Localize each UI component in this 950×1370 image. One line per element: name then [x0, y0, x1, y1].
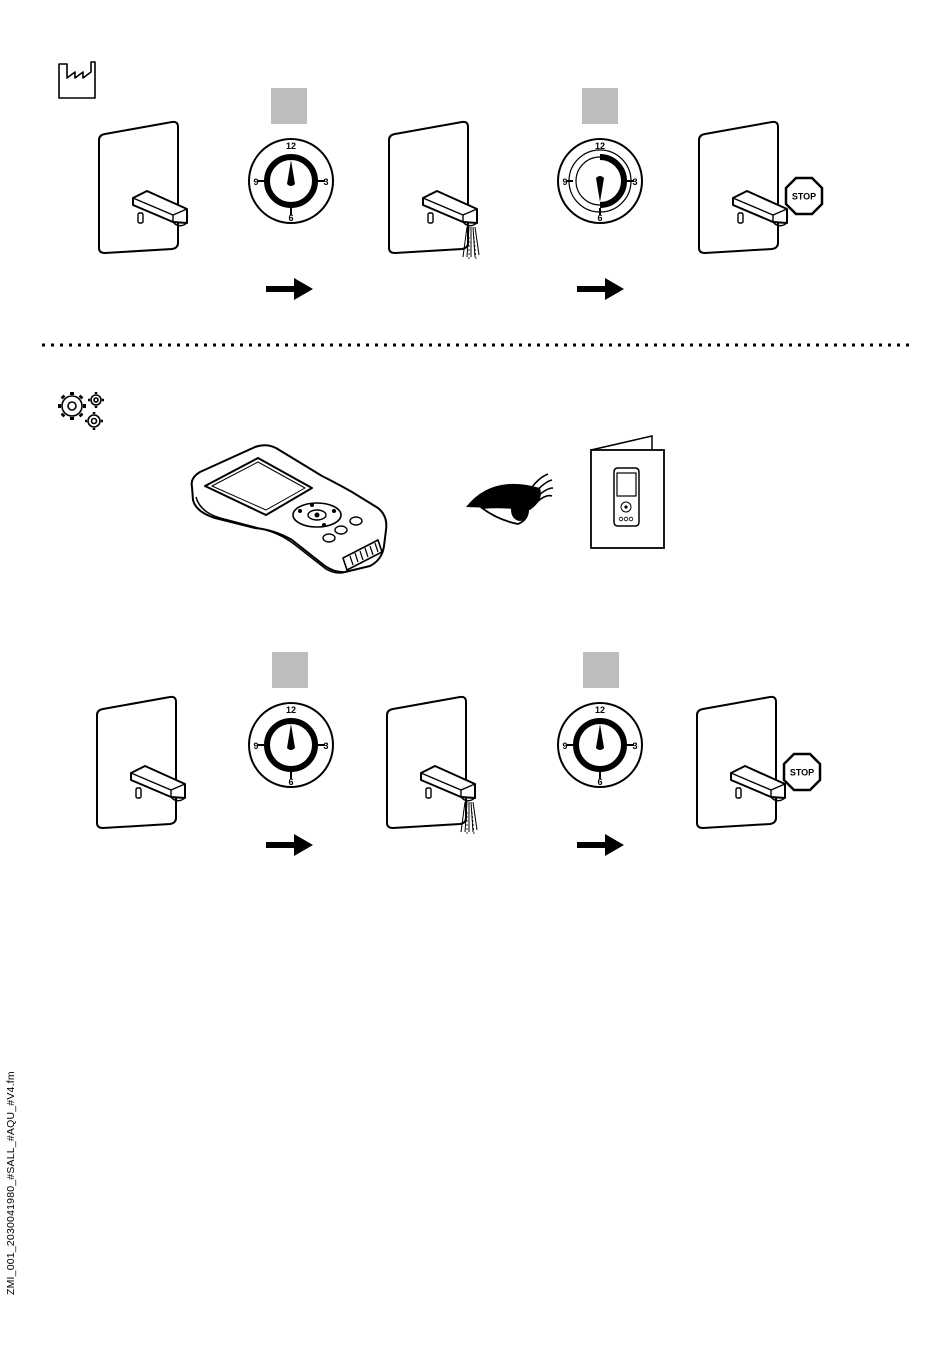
faucet-icon	[699, 122, 787, 253]
timer-label-12: 12	[595, 141, 605, 151]
step-marker	[272, 652, 308, 688]
timer-label-6: 6	[597, 213, 602, 223]
timer-label-12: 12	[595, 705, 605, 715]
faucet-icon	[97, 697, 185, 828]
faucet-icon	[99, 122, 187, 253]
stop-sign-icon: STOP	[786, 178, 822, 214]
eye-icon	[466, 474, 553, 524]
factory-icon	[59, 62, 95, 98]
arrow-right-icon	[266, 278, 313, 300]
timer-label-3: 3	[323, 741, 328, 751]
timer-label-3: 3	[632, 741, 637, 751]
timer-label-9: 9	[253, 741, 258, 751]
timer-label-12: 12	[286, 705, 296, 715]
stop-label: STOP	[790, 768, 814, 778]
faucet-icon	[389, 122, 479, 259]
file-id-label: ZMI_001_2030041980_#SALL_#AQU_#V4.fm	[5, 1025, 21, 1295]
booklet-icon	[591, 436, 664, 548]
stop-sign-icon: STOP	[784, 754, 820, 790]
timer-label-12: 12	[286, 141, 296, 151]
remote-control-icon	[192, 445, 387, 573]
stop-label: STOP	[792, 192, 816, 202]
arrow-right-icon	[577, 278, 624, 300]
timer-label-3: 3	[323, 177, 328, 187]
timer-label-3: 3	[632, 177, 637, 187]
step-marker	[583, 652, 619, 688]
faucet-icon	[697, 697, 785, 828]
timer-dial-icon: 12 3 6 9	[558, 703, 642, 787]
timer-label-6: 6	[597, 777, 602, 787]
timer-dial-icon: 12 3 6 9	[249, 139, 333, 223]
remote-control-icon	[614, 468, 639, 526]
timer-label-6: 6	[288, 213, 293, 223]
timer-label-6: 6	[288, 777, 293, 787]
arrow-right-icon	[577, 834, 624, 856]
timer-label-9: 9	[562, 177, 567, 187]
step-marker	[582, 88, 618, 124]
faucet-icon	[387, 697, 477, 834]
arrow-right-icon	[266, 834, 313, 856]
timer-label-9: 9	[253, 177, 258, 187]
gears-icon	[58, 392, 104, 430]
timer-label-9: 9	[562, 741, 567, 751]
timer-dial-icon: 12 3 6 9	[249, 703, 333, 787]
step-marker	[271, 88, 307, 124]
timer-dial-icon: 12 3 6 9	[558, 139, 642, 223]
